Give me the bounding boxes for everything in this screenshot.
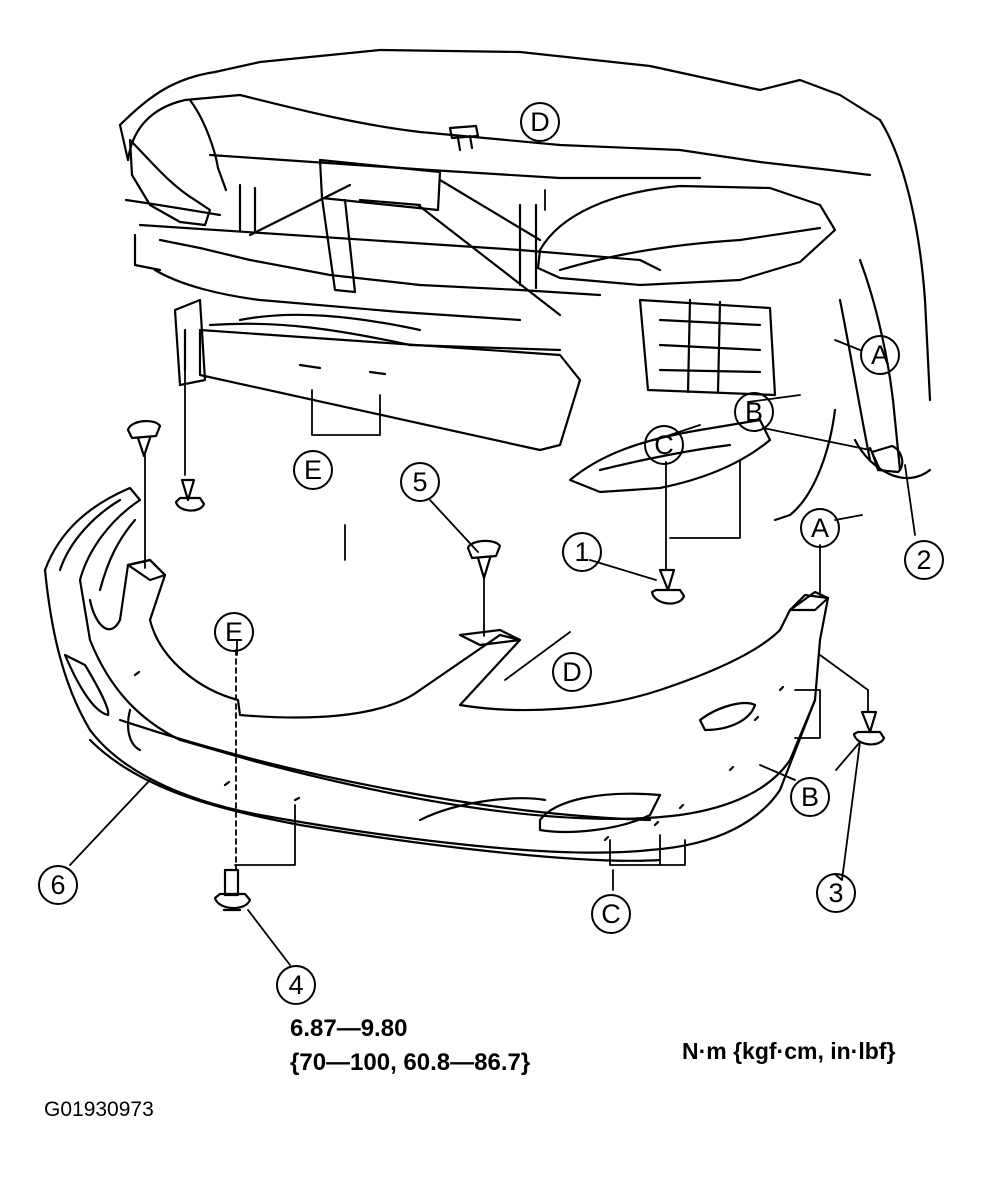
callout-d-upper: D bbox=[530, 107, 550, 137]
fastener-clip-left-lower bbox=[174, 478, 206, 512]
fastener-clip-left-top bbox=[126, 420, 162, 458]
fastener-bolt-4 bbox=[213, 868, 252, 912]
callout-e-upper: E bbox=[304, 455, 322, 485]
callout-b-lower: B bbox=[801, 782, 819, 812]
callout-3: 3 bbox=[828, 878, 843, 908]
torque-spec-line-2: {70—100, 60.8—86.7} bbox=[290, 1049, 531, 1076]
fastener-clip-1 bbox=[650, 568, 686, 605]
callout-2: 2 bbox=[916, 545, 931, 575]
callout-c-upper: C bbox=[654, 430, 674, 460]
callout-e-lower: E bbox=[225, 617, 243, 647]
callout-a-lower: A bbox=[811, 513, 829, 543]
figure-id: G01930973 bbox=[44, 1098, 154, 1121]
callout-circles bbox=[38, 102, 944, 1005]
torque-spec-line-1: 6.87—9.80 bbox=[290, 1015, 408, 1042]
vehicle-front-structure bbox=[118, 48, 932, 522]
callout-6: 6 bbox=[50, 870, 65, 900]
leader-lines bbox=[69, 189, 916, 966]
fastener-clip-3 bbox=[852, 710, 886, 746]
callout-b-upper: B bbox=[745, 397, 763, 427]
callout-1: 1 bbox=[574, 537, 589, 567]
callout-4: 4 bbox=[288, 970, 303, 1000]
front-bumper-fascia bbox=[43, 486, 830, 862]
callout-d-lower: D bbox=[562, 657, 582, 687]
callout-5: 5 bbox=[412, 467, 427, 497]
torque-specification: 6.87—9.80 {70—100, 60.8—86.7} bbox=[290, 1012, 530, 1080]
callout-a-upper: A bbox=[871, 340, 889, 370]
callout-labels: D A B C E 5 A 1 2 E D B 6 3 C 4 bbox=[50, 107, 931, 1000]
fastener-clip-2 bbox=[868, 444, 904, 474]
torque-units: N·m {kgf·cm, in·lbf} bbox=[682, 1038, 896, 1064]
callout-c-lower: C bbox=[601, 899, 621, 929]
